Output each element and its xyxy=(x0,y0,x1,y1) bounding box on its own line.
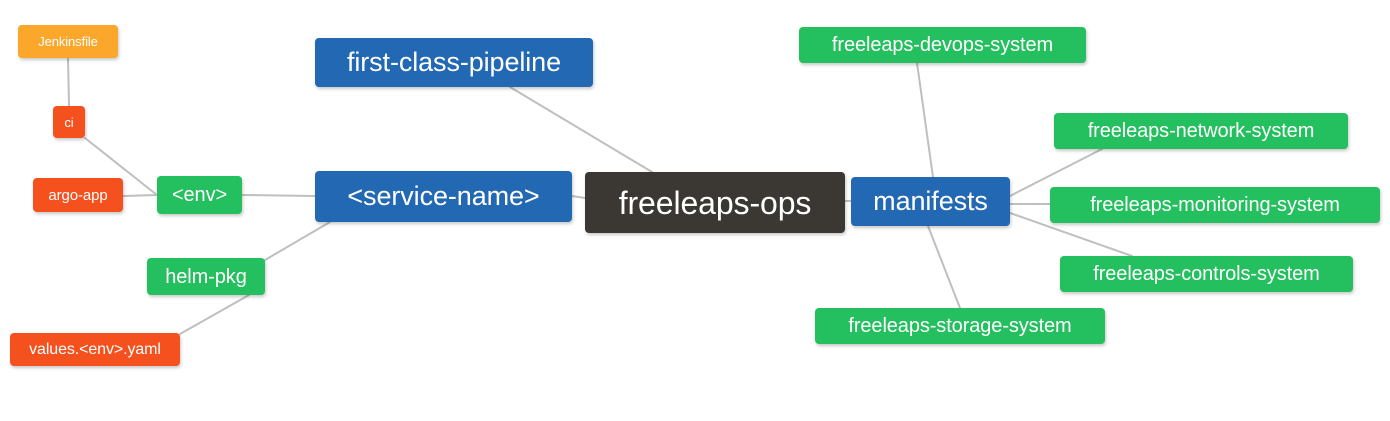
node-label-freeleaps-monitoring-system: freeleaps-monitoring-system xyxy=(1090,194,1340,216)
node-label-ci: ci xyxy=(64,114,74,130)
edge-jenkinsfile-to-ci xyxy=(67,57,70,107)
node-first-class-pipeline[interactable]: first-class-pipeline xyxy=(315,38,593,87)
node-freeleaps-ops[interactable]: freeleaps-ops xyxy=(585,172,845,233)
node-env[interactable]: <env> xyxy=(157,176,242,214)
node-manifests[interactable]: manifests xyxy=(851,177,1010,226)
node-label-freeleaps-controls-system: freeleaps-controls-system xyxy=(1093,263,1320,285)
node-jenkinsfile[interactable]: Jenkinsfile xyxy=(18,25,118,58)
node-label-first-class-pipeline: first-class-pipeline xyxy=(346,47,562,77)
node-freeleaps-controls-system[interactable]: freeleaps-controls-system xyxy=(1060,256,1353,292)
node-label-freeleaps-devops-system: freeleaps-devops-system xyxy=(831,34,1054,56)
node-label-freeleaps-ops: freeleaps-ops xyxy=(618,184,812,221)
node-helm-pkg[interactable]: helm-pkg xyxy=(147,258,265,295)
edge-manifests-to-freeleaps-storage-system xyxy=(927,225,961,309)
edge-env-to-service-name xyxy=(241,194,316,197)
edge-values-env-yaml-to-helm-pkg xyxy=(179,294,250,335)
node-label-argo-app: argo-app xyxy=(48,186,108,204)
node-freeleaps-network-system[interactable]: freeleaps-network-system xyxy=(1054,113,1348,149)
edge-first-class-pipeline-to-freeleaps-ops xyxy=(509,86,653,173)
edge-manifests-to-freeleaps-devops-system xyxy=(916,62,934,178)
node-label-helm-pkg: helm-pkg xyxy=(165,265,247,288)
node-values-env-yaml[interactable]: values.<env>.yaml xyxy=(10,333,180,366)
node-label-manifests: manifests xyxy=(873,186,988,216)
node-freeleaps-devops-system[interactable]: freeleaps-devops-system xyxy=(799,27,1086,63)
node-label-jenkinsfile: Jenkinsfile xyxy=(38,34,98,49)
node-ci[interactable]: ci xyxy=(53,106,85,138)
edge-service-name-to-freeleaps-ops xyxy=(571,195,586,199)
node-service-name[interactable]: <service-name> xyxy=(315,171,572,222)
node-label-freeleaps-storage-system: freeleaps-storage-system xyxy=(848,315,1072,337)
node-argo-app[interactable]: argo-app xyxy=(33,178,123,212)
node-label-service-name: <service-name> xyxy=(347,181,540,211)
node-label-freeleaps-network-system: freeleaps-network-system xyxy=(1087,120,1315,142)
node-label-env: <env> xyxy=(171,184,228,206)
node-label-values-env-yaml: values.<env>.yaml xyxy=(29,340,161,358)
node-freeleaps-storage-system[interactable]: freeleaps-storage-system xyxy=(815,308,1105,344)
edge-helm-pkg-to-service-name xyxy=(264,221,331,261)
edge-argo-app-to-env xyxy=(122,194,158,197)
node-freeleaps-monitoring-system[interactable]: freeleaps-monitoring-system xyxy=(1050,187,1380,223)
